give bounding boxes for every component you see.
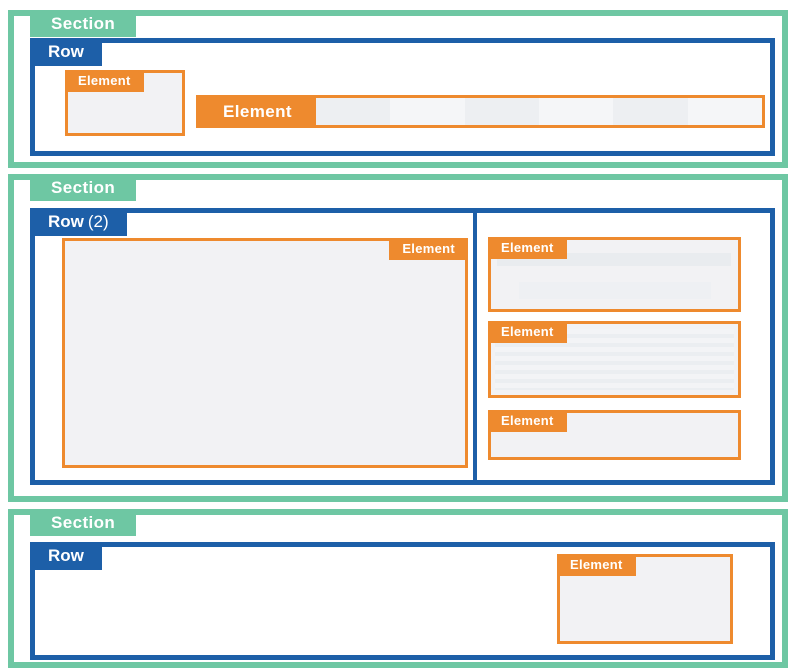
row-label: Row(2) <box>30 208 127 236</box>
row-label-text: Row <box>48 212 84 231</box>
menu-placeholder-segment <box>613 98 688 125</box>
row: Row Element Element <box>30 38 775 156</box>
element-label: Element <box>488 410 567 432</box>
element-box: Element <box>557 554 733 644</box>
section: Section Row Element Element <box>8 10 788 168</box>
menu-placeholder-segment <box>315 98 391 125</box>
element-box: Element <box>65 70 185 136</box>
menu-placeholder-segment <box>688 98 762 125</box>
section: Section Row Element <box>8 509 788 668</box>
element-label: Element <box>65 70 144 92</box>
row: Row(2) Element Element Element Element <box>30 208 775 485</box>
placeholder-bar <box>519 282 711 299</box>
element-box: Element <box>488 410 741 460</box>
row: Row Element <box>30 542 775 660</box>
section-label: Section <box>30 174 137 201</box>
element-box: Element <box>488 237 741 312</box>
element-box: Element <box>62 238 468 468</box>
section-label: Section <box>30 10 137 37</box>
row-label-text: Row <box>48 546 84 565</box>
menu-placeholder-segment <box>539 98 613 125</box>
element-label: Element <box>199 98 316 125</box>
menu-placeholder-segment <box>390 98 464 125</box>
section-label: Section <box>30 509 137 536</box>
row-label: Row <box>30 38 102 66</box>
element-box: Element <box>196 95 765 128</box>
element-label: Element <box>488 321 567 343</box>
menu-placeholder-segment <box>464 98 539 125</box>
element-label: Element <box>389 238 468 260</box>
row-label: Row <box>30 542 102 570</box>
column-divider <box>473 213 477 480</box>
element-box: Element <box>488 321 741 398</box>
menu-placeholder <box>315 98 762 125</box>
row-column-count: (2) <box>87 212 109 231</box>
section: Section Row(2) Element Element Element E… <box>8 174 788 502</box>
element-label: Element <box>557 554 636 576</box>
row-label-text: Row <box>48 42 84 61</box>
element-label: Element <box>488 237 567 259</box>
